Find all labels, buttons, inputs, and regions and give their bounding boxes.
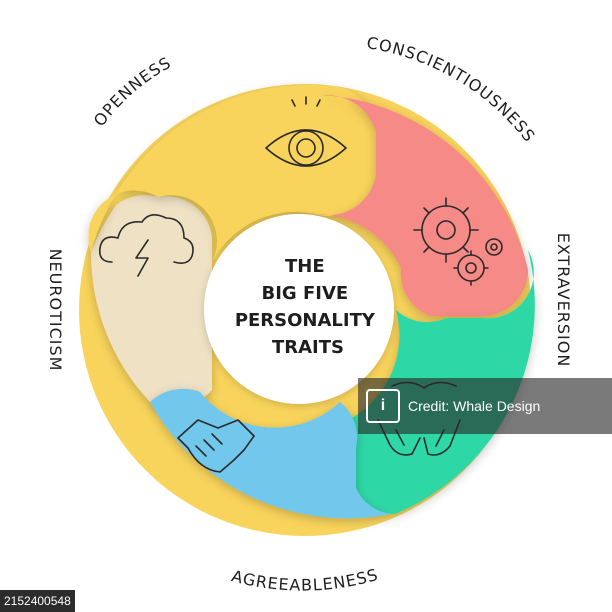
segment-openness (88, 85, 376, 261)
label-neuroticism: NEUROTICISM (46, 249, 65, 372)
center-title: THE BIG FIVE PERSONALITY TRAITS (235, 256, 381, 358)
gears-icon (413, 197, 503, 286)
center-circle (204, 214, 394, 404)
segment-conscientiousness (318, 94, 528, 316)
handshake-icon (177, 419, 255, 473)
segment-agreeableness (150, 388, 392, 519)
watermark-logo: i (366, 389, 400, 423)
label-agreeableness: AGREEABLENESS (230, 565, 381, 595)
stock-id-badge: 2152400548 (0, 590, 75, 612)
watermark-credit: Credit: Whale Design (408, 398, 541, 414)
storm-cloud-icon (98, 214, 194, 277)
watermark-banner: i Credit: Whale Design (358, 378, 612, 434)
label-extraversion: EXTRAVERSION (554, 233, 573, 368)
label-openness: OPENNESS (90, 53, 175, 130)
eye-icon (265, 96, 347, 167)
segment-neuroticism (90, 195, 212, 408)
